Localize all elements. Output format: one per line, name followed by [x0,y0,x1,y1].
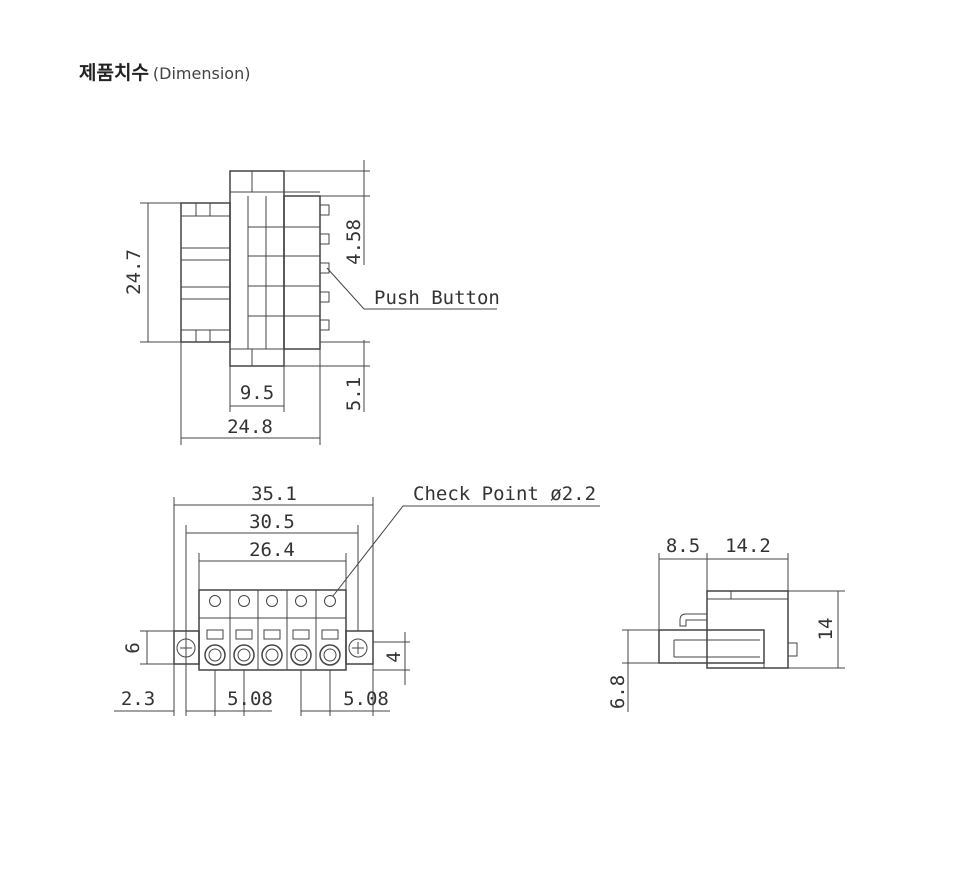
dim-14-label: 14 [815,618,837,641]
dim-9-5-label: 9.5 [240,382,274,404]
dim-5-1-label: 5.1 [343,377,365,411]
side-latch [679,613,707,627]
release-tabs [206,629,339,640]
dim-6-label: 6 [122,642,144,653]
dim-5-08-right-line [300,670,390,716]
title-english: (Dimension) [152,64,251,83]
dim-9-5-line [229,366,285,412]
front-body-grid [199,590,346,670]
dim-24-7-line [140,202,181,343]
right-screw-icon [348,638,368,658]
check-points [209,595,336,607]
dim-5-08-left-line [214,670,272,716]
dim-6-8-label: 6.8 [607,675,629,709]
dim-35-1-label: 35.1 [251,483,297,505]
push-button-label: Push Button [374,287,500,309]
top-left-body [180,202,231,343]
dim-5-1-line [284,340,370,412]
check-point-leader [332,505,600,597]
dim-35-1-line [173,497,374,716]
side-plug-detail [673,639,760,658]
dim-26-4-line [198,553,347,590]
dim-24-7-label: 24.7 [123,249,145,295]
dim-8-5-14-2-line [658,553,789,630]
title-korean: 제품치수 [79,62,149,84]
dim-6-8-line [622,629,659,712]
dim-4-58-label: 4.58 [343,219,365,265]
dim-14-2-label: 14.2 [725,535,771,557]
front-view: 35.1 30.5 26.4 Check Point ø2.2 6 4 2.3 … [114,483,600,716]
top-view: 24.7 4.58 Push Button 5.1 9.5 24.8 [123,160,500,445]
dim-5-08-right-label: 5.08 [343,688,389,710]
dim-6-line [140,630,174,665]
top-main-body [229,170,285,367]
side-view: 8.5 14.2 14 6.8 [607,535,845,712]
front-body [198,589,347,671]
right-screw-cross [352,642,364,654]
dim-4-line [373,632,410,685]
page-title: 제품치수(Dimension) [79,58,250,85]
dim-24-8-label: 24.8 [227,416,273,438]
top-terminal-grid [247,196,320,349]
wire-entries [204,644,341,666]
dim-30-5-line [185,525,359,716]
dim-24-8-line [180,342,321,445]
dim-8-5-label: 8.5 [666,535,700,557]
dim-14-line [788,590,845,669]
dim-26-4-label: 26.4 [249,539,295,561]
dim-2-3-label: 2.3 [121,688,155,710]
top-left-body-detail [181,203,230,342]
top-terminal-block [283,195,321,350]
dim-4-label: 4 [383,651,405,662]
side-plug [658,629,765,664]
side-main-detail [707,591,798,668]
dim-30-5-label: 30.5 [249,511,295,533]
dim-4-58-line [284,160,370,265]
check-point-label: Check Point ø2.2 [413,483,596,505]
push-button-leader [326,267,497,310]
top-main-body-detail [230,171,320,366]
dim-5-08-left-label: 5.08 [227,688,273,710]
push-buttons [319,204,330,331]
